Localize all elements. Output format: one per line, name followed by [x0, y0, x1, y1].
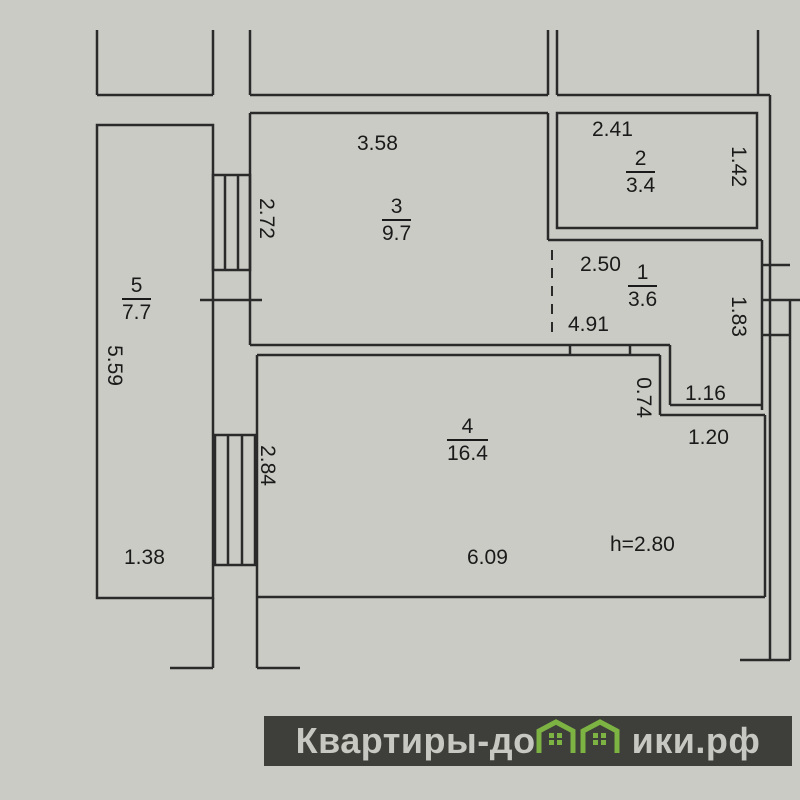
dim-r5-width: 1.38: [124, 546, 165, 569]
watermark-text-start: Квартиры-до: [295, 720, 536, 761]
dim-r4-width: 6.09: [467, 546, 508, 569]
dim-r2-width: 2.41: [592, 118, 633, 141]
room-area: 9.7: [382, 222, 412, 245]
ceiling-height: h=2.80: [610, 533, 675, 556]
room-number: 2: [626, 148, 656, 173]
dim-r3-width: 3.58: [357, 132, 398, 155]
dim-step-outer: 1.20: [688, 426, 729, 449]
dim-r1-height: 1.83: [726, 296, 750, 337]
room-number: 5: [122, 275, 152, 300]
room-area: 16.4: [447, 442, 488, 465]
room-area: 3.4: [626, 174, 656, 197]
dim-r1-width: 2.50: [580, 253, 621, 276]
room-number: 3: [382, 196, 412, 221]
dim-r2-height: 1.42: [726, 146, 750, 187]
room-number: 4: [447, 416, 488, 441]
room-number: 1: [628, 262, 658, 287]
watermark-text-end: ики.рф: [631, 720, 761, 761]
houses-logo-icon: [536, 718, 632, 764]
dim-r1-bottom: 4.91: [568, 313, 609, 336]
room-area: 3.6: [628, 288, 658, 311]
dim-r5-height: 5.59: [102, 345, 126, 386]
dim-step-vertical: 0.74: [631, 377, 655, 418]
dim-step-inner: 1.16: [685, 382, 726, 405]
dim-r3-height: 2.72: [254, 198, 278, 239]
watermark: Квартиры-до ики.рф: [264, 716, 792, 766]
dim-r4-height: 2.84: [255, 445, 279, 486]
room-area: 7.7: [122, 301, 152, 324]
